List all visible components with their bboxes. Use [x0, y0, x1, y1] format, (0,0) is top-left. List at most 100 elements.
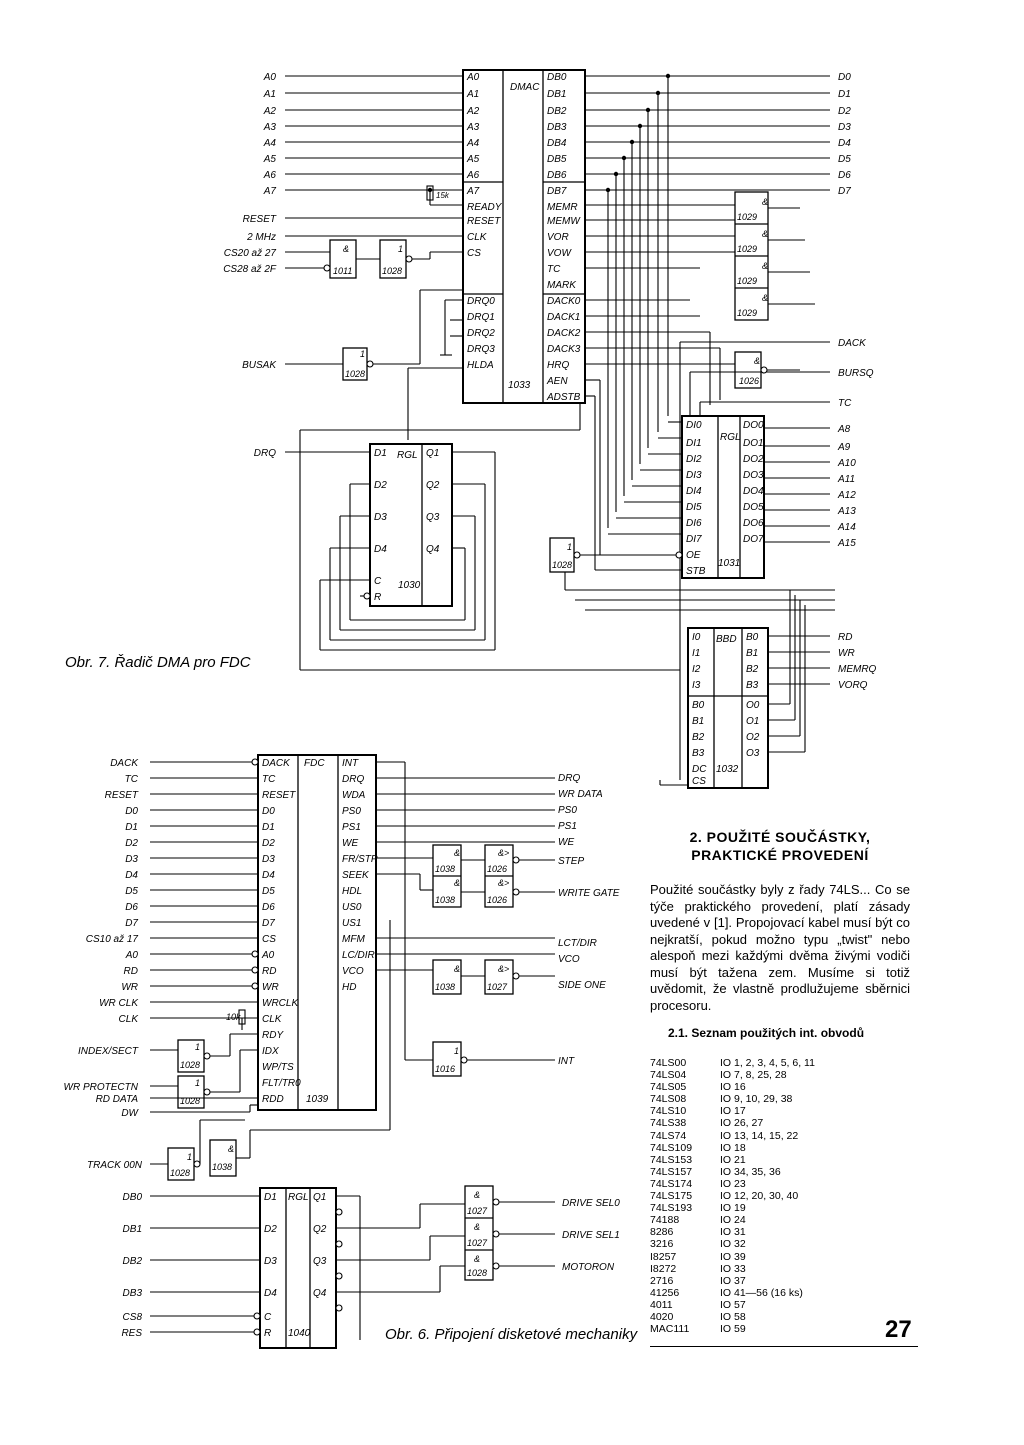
bbd-1032-left-pin: DC [692, 764, 707, 775]
dmac-name: DMAC [510, 82, 540, 93]
gate-1027-id: 1027 [467, 1238, 488, 1248]
rgl-1040-left-pin: D1 [264, 1192, 277, 1203]
fig7-left-signal: A3 [263, 122, 277, 133]
bbd-1032-left-pin: I0 [692, 632, 701, 643]
dmac-left-pin: A6 [466, 170, 480, 181]
fig7-right-data: D1 [838, 89, 851, 100]
gate-1028-d-symbol: 1 [195, 1042, 200, 1052]
fig6-right-output: LCT/DIR [558, 938, 597, 949]
fig7-right-addr: A8 [837, 424, 851, 435]
dmac-right-pin: MEMR [547, 202, 578, 213]
bbd-1032-left-pin: CS [692, 776, 706, 787]
bbd-1032-left-pin: B1 [692, 716, 704, 727]
gate-1038-b [432, 959, 462, 995]
ic-ios: IO 37 [720, 1274, 746, 1287]
fdc-right-pin: LC/DIR [342, 950, 375, 961]
fdc-right-pin: HDL [342, 886, 362, 897]
ic-type: 74LS74 [650, 1129, 687, 1142]
ic-type: 74LS08 [650, 1093, 687, 1106]
dmac-left-pin: HLDA [467, 360, 494, 371]
fdc-left-pin: RDY [262, 1030, 284, 1041]
ic-type: 74LS38 [650, 1117, 687, 1130]
fig7-caption: Obr. 7. Řadič DMA pro FDC [65, 654, 251, 671]
fig6-right-output: WE [558, 837, 574, 848]
rgl-1030-right-pin: Q2 [426, 480, 440, 491]
gate-1038-c-symbol: & [228, 1144, 234, 1154]
ic-ios: IO 19 [720, 1202, 746, 1215]
ic-type: 4011 [650, 1298, 673, 1311]
rgl-1031-chip [681, 415, 765, 579]
pullup-resistor-label: 10k [226, 1012, 241, 1022]
gate-1038-symbol: & [454, 878, 460, 888]
rgl-1031-left-pin: STB [686, 566, 706, 577]
ic-type: 4020 [650, 1310, 674, 1323]
resistor-15k [426, 185, 434, 201]
dmac-right-pin: DB6 [547, 170, 567, 181]
fig6-right-output: WR DATA [558, 789, 603, 800]
ic-ios: IO 17 [720, 1105, 746, 1118]
resistor-10k [238, 1009, 246, 1025]
ic-ios: IO 33 [720, 1262, 746, 1275]
drive-output: MOTORON [562, 1262, 615, 1273]
gate-1026-symbol: &> [498, 848, 509, 858]
fdc-left-pin: A0 [261, 950, 275, 961]
fdc-right-pin: FR/STP [342, 854, 378, 865]
fdc-right-pin: HD [342, 982, 356, 993]
ic-type: I8272 [650, 1262, 677, 1275]
fdc-left-pin: DACK [262, 758, 291, 769]
ic-ios: IO 9, 10, 29, 38 [720, 1093, 793, 1106]
fig7-left-signal: A0 [263, 72, 277, 83]
ic-type: 74LS153 [650, 1153, 693, 1166]
bbd-1032-right-pin: O1 [746, 716, 759, 727]
page-number: 27 [885, 1316, 912, 1343]
ic-type: MAC111 [650, 1323, 690, 1336]
fig7-left-signal: RESET [243, 214, 277, 225]
ic-ios: IO 24 [720, 1214, 746, 1227]
fig6-lower-left-signal: TRACK 00N [87, 1160, 143, 1171]
fig6-lower-left-signal: DB1 [123, 1224, 142, 1235]
rgl-1030-left-pin: D3 [374, 512, 387, 523]
gate-1029-symbol: & [762, 229, 768, 239]
fig6-right-output: INT [558, 1056, 575, 1067]
section-heading: 2. POUŽITÉ SOUČÁSTKY, PRAKTICKÉ PROVEDEN… [689, 829, 871, 863]
rgl-1040-chip [259, 1187, 337, 1349]
ic-ios: IO 1, 2, 3, 4, 5, 6, 11 [720, 1057, 815, 1069]
gate-1038-id: 1038 [435, 895, 455, 905]
fig7-right-busctrl: VORQ [838, 680, 868, 691]
gate-1028-d-id: 1028 [180, 1060, 200, 1070]
fig7-left-signal: 2 MHz [246, 232, 276, 243]
rgl-1040-left-pin: D2 [264, 1224, 277, 1235]
section-paragraph: Použité součástky byly z řady 74LS... Co… [650, 882, 910, 1013]
fdc-left-pin: D0 [262, 806, 275, 817]
fig6-left-signal: D3 [125, 854, 138, 865]
bbd-1032-left-pin: B0 [692, 700, 705, 711]
fdc-right-pin: SEEK [342, 870, 370, 881]
fdc-left-pin: CS [262, 934, 276, 945]
fig6-left-signal: D2 [125, 838, 138, 849]
fig7-right-busctrl: WR [838, 648, 855, 659]
rgl-1040-right-pin: Q2 [313, 1224, 327, 1235]
fig7-left-signal: A4 [263, 138, 277, 149]
rgl-1030-chip [369, 443, 453, 607]
bbd-1032-right-pin: B0 [746, 632, 759, 643]
rgl-1031-right-pin: DO4 [743, 486, 764, 497]
dmac-right-pin: MEMW [547, 216, 581, 227]
ic-type: 74188 [650, 1214, 680, 1227]
ic-row: 74188 IO 24 [650, 1214, 815, 1226]
rgl-1040-right-pin: Q3 [313, 1256, 327, 1267]
ic-row: I8272 IO 33 [650, 1263, 815, 1275]
ic-ios: IO 7, 8, 25, 28 [720, 1069, 787, 1082]
fig7-right-addr: A12 [837, 490, 856, 501]
fdc-name: FDC [304, 758, 325, 769]
rgl-1031-name: RGL [720, 432, 741, 443]
dmac-left-pin: DRQ3 [467, 344, 495, 355]
fdc-left-pin: D7 [262, 918, 275, 929]
bbd-1032-right-pin: O0 [746, 700, 760, 711]
fig7-left-signal: A5 [263, 154, 277, 165]
gate-1026-id: 1026 [487, 895, 507, 905]
fig6-left-signal: WR CLK [99, 998, 139, 1009]
